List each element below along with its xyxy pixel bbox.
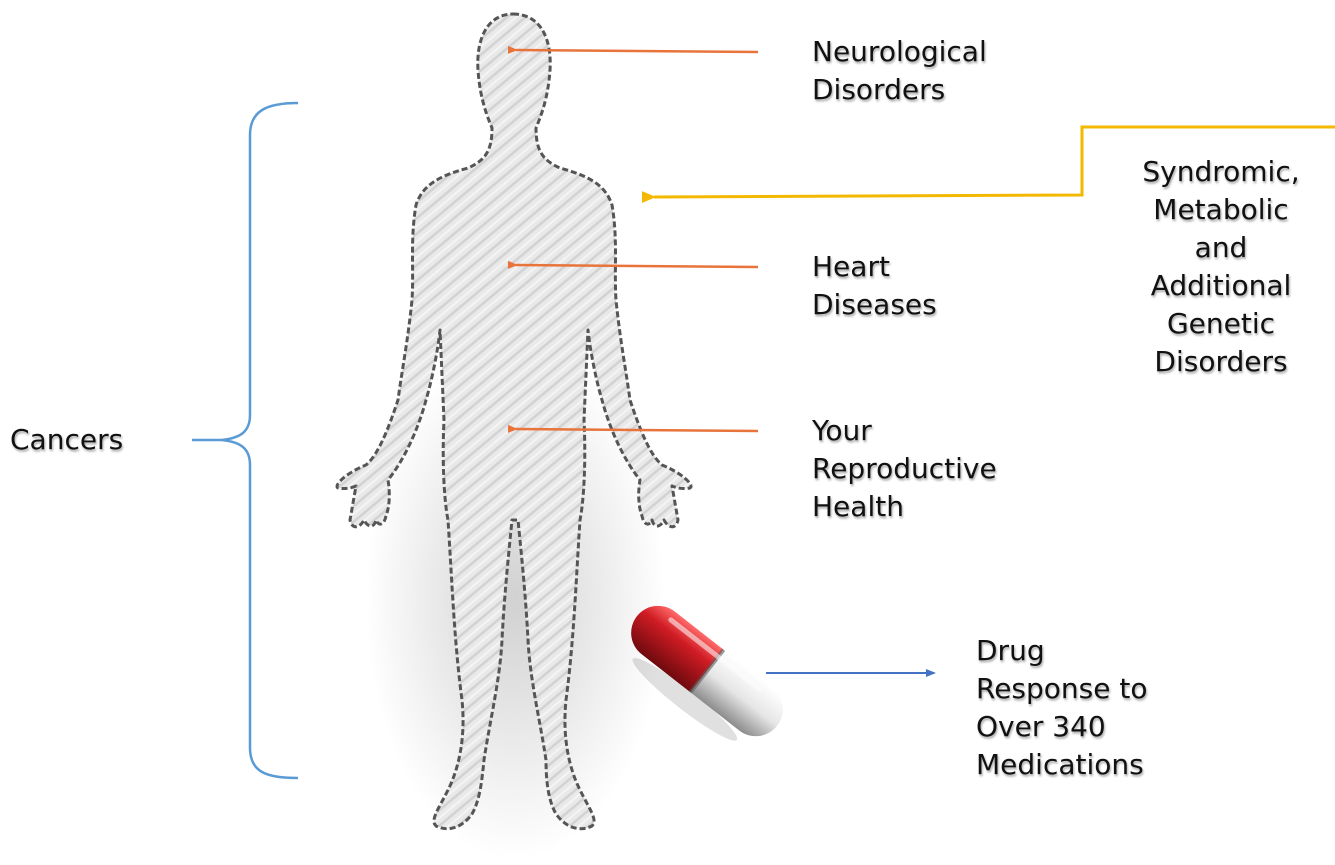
- neurological-line-1: Neurological: [812, 33, 987, 71]
- cancers-label: Cancers: [10, 421, 123, 459]
- syndromic-label: Syndromic, Metabolic and Additional Gene…: [1116, 153, 1326, 381]
- drug-line-1: Drug: [976, 632, 1148, 670]
- syndromic-line-2: Metabolic: [1116, 191, 1326, 229]
- neurological-arrow: [516, 50, 758, 52]
- drug-line-2: Response to: [976, 670, 1148, 708]
- neurological-line-2: Disorders: [812, 71, 987, 109]
- syndromic-line-3: and: [1116, 229, 1326, 267]
- cancers-bracket: [222, 103, 298, 778]
- syndromic-line-1: Syndromic,: [1116, 153, 1326, 191]
- reproductive-label: Your Reproductive Health: [812, 412, 997, 526]
- cancers-text: Cancers: [10, 421, 123, 459]
- syndromic-line-4: Additional: [1116, 267, 1326, 305]
- drug-line-3: Over 340: [976, 708, 1148, 746]
- reproductive-line-2: Reproductive: [812, 450, 997, 488]
- syndromic-line-5: Genetic: [1116, 305, 1326, 343]
- heart-line-1: Heart: [812, 248, 937, 286]
- drug-label: Drug Response to Over 340 Medications: [976, 632, 1148, 784]
- syndromic-line-6: Disorders: [1116, 343, 1326, 381]
- reproductive-line-3: Health: [812, 488, 997, 526]
- drug-line-4: Medications: [976, 746, 1148, 784]
- heart-line-2: Diseases: [812, 286, 937, 324]
- heart-label: Heart Diseases: [812, 248, 937, 324]
- reproductive-line-1: Your: [812, 412, 997, 450]
- neurological-label: Neurological Disorders: [812, 33, 987, 109]
